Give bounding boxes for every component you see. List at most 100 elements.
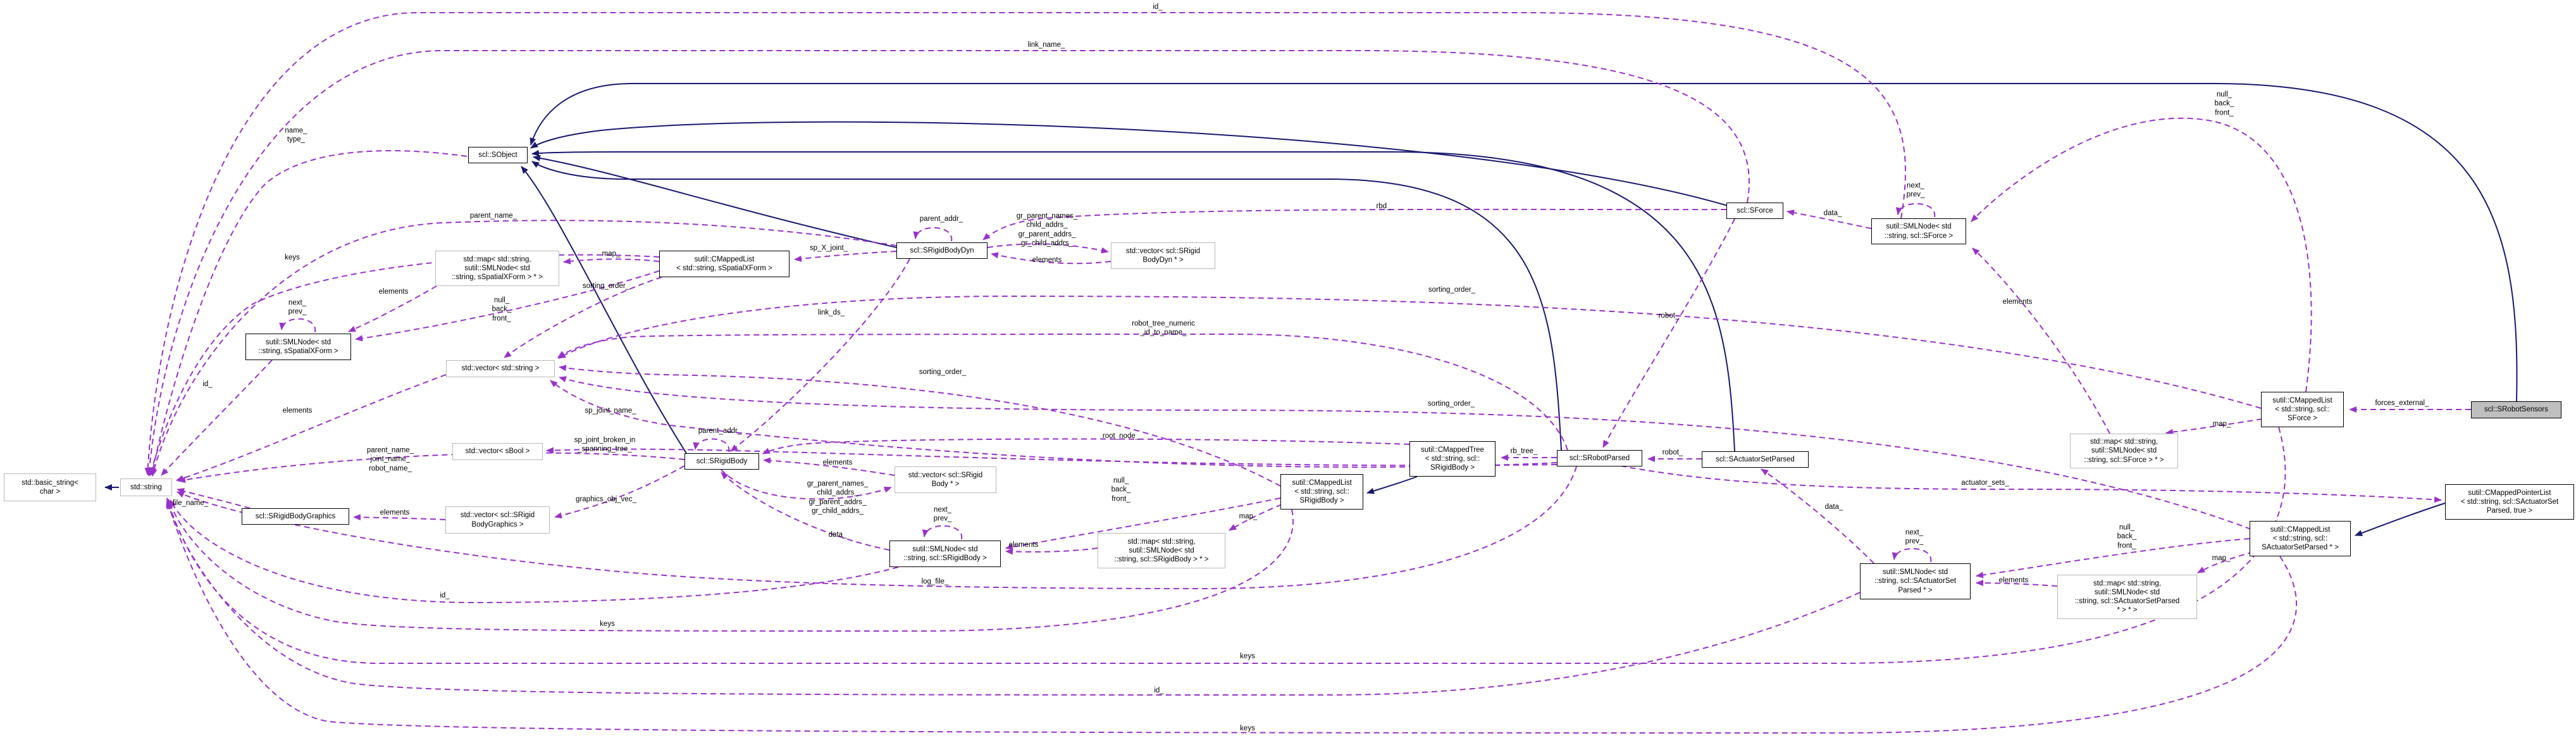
edge-sforce-sobject (530, 121, 1728, 206)
edge-label-map: map_ (602, 249, 621, 258)
edge-elements-map-srb (1005, 547, 1098, 555)
edge-label-null-back-front: null_ back_ front_ (2214, 91, 2234, 117)
edge-parent-name-dyn (151, 220, 897, 477)
edge-map-sxform (563, 258, 660, 265)
usage-edges (144, 11, 2471, 734)
edge-label-sorting-order: sorting_order_ (919, 368, 967, 376)
edge-label-file-name: file_name_ (172, 499, 209, 507)
edge-label-data: data_ (828, 530, 847, 539)
edge-root-node (762, 438, 1410, 454)
edge-robot-sforce (1602, 218, 1735, 448)
node-std-string: std::string (120, 478, 172, 496)
node-vector-string: std::vector< std::string > (446, 360, 555, 377)
node-vector-srigidbodydyn: std::vector< scl::SRigid BodyDyn * > (1111, 242, 1215, 269)
node-smlnode-sactuatorsetparsed: sutil::SMLNode< std ::string, scl::SActu… (1860, 563, 1971, 599)
edge-loop-srigidbody (693, 438, 730, 453)
edge-label-map: map_ (2212, 554, 2231, 562)
edge-nbf-sforce (1971, 117, 2312, 392)
edge-sp-x-joint (794, 251, 897, 262)
edge-label-next-prev: next_ prev_ (288, 299, 307, 316)
edge-label-keys: keys (600, 620, 615, 628)
edge-label-log-file: log_file_ (921, 577, 949, 585)
edge-elements-vector-srbgraphics (353, 514, 446, 521)
edge-label-elements: elements (378, 287, 409, 296)
edge-label-sp-joint-broken: sp_joint_broken_in _spanning_tree_ (574, 436, 636, 453)
node-map-sactuatorsetparsed: std::map< std::string, sutil::SMLNode< s… (2057, 575, 2197, 619)
edge-gr4-srbdyn-vector (987, 243, 1109, 254)
node-map-sforce: std::map< std::string, sutil::SMLNode< s… (2070, 434, 2178, 468)
edge-label-sorting-order: sorting_order_ (1427, 399, 1475, 408)
edge-elements-vector-string (176, 374, 447, 482)
edge-sorting-sforce (558, 295, 2262, 409)
edge-label-sp-x-joint: sp_X_joint_ (809, 244, 848, 252)
edge-loop-srigidbodydyn (913, 227, 953, 242)
edge-cmappedpointerlist-cmappedlist (2355, 503, 2446, 536)
edge-elements-map-sxform (348, 285, 437, 332)
edge-sorting-sxform (504, 277, 662, 358)
node-cmappedlist-sactuatorsetparsed: sutil::CMappedList < std::string, scl:: … (2250, 521, 2351, 556)
edge-label-rbd: rbd_ (1376, 202, 1391, 210)
edge-label-id: id_ (1153, 3, 1163, 11)
node-basic-string: std::basic_string< char > (4, 473, 96, 501)
edge-label-rb-tree: rb_tree_ (1510, 447, 1538, 455)
edge-map-srb (1229, 504, 1282, 531)
edge-label-next-prev: next_ prev_ (933, 506, 952, 523)
edge-gr4-srb-vector (721, 469, 892, 500)
edge-label-sorting-order: sorting_order_ (582, 282, 630, 290)
inheritance-edges (104, 82, 2518, 536)
edge-label-forces-external: forces_external_ (2375, 399, 2429, 407)
node-cmappedlist-srigidbody: sutil::CMappedList < std::string, scl:: … (1280, 474, 1363, 510)
node-smlnode-sspatialxform: sutil::SMLNode< std ::string, sSpatialXF… (245, 334, 351, 360)
edge-id-smlnode-sasp (166, 500, 1861, 696)
edge-label-elements: elements (1032, 256, 1062, 264)
edge-label-null-back-front: null_ back_ front_ (2117, 523, 2137, 550)
node-cmappedlist-sspatialxform: sutil::CMappedList < std::string, sSpati… (659, 251, 790, 277)
edge-label-data: data_ (1824, 503, 1843, 511)
edge-keys-sxform (148, 254, 660, 477)
edge-label-elements: elements (380, 508, 410, 516)
edge-keys-sforce (166, 427, 2286, 665)
edge-label-elements: elements (822, 458, 853, 466)
edge-label-robot: robot_ (1658, 311, 1680, 320)
node-sobject: scl::SObject (468, 147, 528, 163)
edge-loop-smlnode-srb (922, 525, 963, 540)
edge-sp-joint-name (550, 380, 1557, 468)
node-sactuatorsetparsed: scl::SActuatorSetParsed (1702, 451, 1809, 468)
edge-label-robot-tree-numeric: robot_tree_numeric _id_to_name_ (1132, 320, 1195, 337)
edge-sorting-srb (559, 365, 1281, 487)
edge-label-elements: elements (1008, 541, 1039, 549)
edge-label-graphics-obj-vec: graphics_obj_vec_ (576, 495, 636, 503)
node-map-srigidbody: std::map< std::string, sutil::SMLNode< s… (1098, 533, 1225, 568)
edge-label-name-type: name_ type_ (285, 127, 307, 144)
node-srigidbody: scl::SRigidBody (684, 453, 759, 470)
edge-link-ds (730, 258, 910, 452)
edge-label-gr-addrs: gr_parent_names_ child_addrs_ gr_parent_… (1016, 212, 1078, 247)
node-vector-sbool: std::vector< sBool > (452, 443, 543, 460)
edge-srobotparsed-sobject (531, 161, 1562, 451)
edge-label-root-node: root_node_ (1102, 432, 1140, 440)
edge-sactuatorsetparsed-sobject (531, 149, 1735, 452)
edge-loop-smlnode-sasp (1892, 547, 1932, 563)
edge-label-keys: keys (285, 253, 300, 261)
node-map-sspatialxform: std::map< std::string, sutil::SMLNode< s… (435, 251, 559, 286)
edge-data-sforce (1786, 210, 1872, 229)
node-cmappedlist-sforce: sutil::CMappedList < std::string, scl:: … (2261, 392, 2344, 427)
edge-map-sasp (2197, 551, 2254, 573)
edge-label-keys: keys (1240, 724, 1255, 732)
node-srobotsensors: scl::SRobotSensors (2471, 401, 2561, 418)
node-cmappedpointerlist: sutil::CMappedPointerList < std::string,… (2445, 484, 2574, 520)
edge-id-smlnode-sforce-string (144, 11, 1907, 475)
edge-link-name (146, 49, 1750, 477)
edge-pjr-srigidbody (178, 452, 685, 484)
edge-name-type (150, 150, 468, 475)
edge-elements-vector-srbdyn (991, 252, 1112, 265)
node-vector-srigidbodygraphics: std::vector< scl::SRigid BodyGraphics > (445, 506, 550, 534)
node-smlnode-sforce: sutil::SMLNode< std ::string, scl::SForc… (1871, 218, 1966, 244)
edge-loop-smlnode-sforce (1895, 203, 1936, 218)
node-srobotparsed: scl::SRobotParsed (1557, 450, 1642, 466)
edge-actuator-sets (1620, 465, 2442, 503)
edge-elements-map-sasp (1976, 580, 2058, 587)
edge-srobotsensors-sobject (529, 82, 2518, 402)
edge-label-parent-joint-robot-name: parent_name_ joint_name_ robot_name_ (366, 446, 414, 473)
